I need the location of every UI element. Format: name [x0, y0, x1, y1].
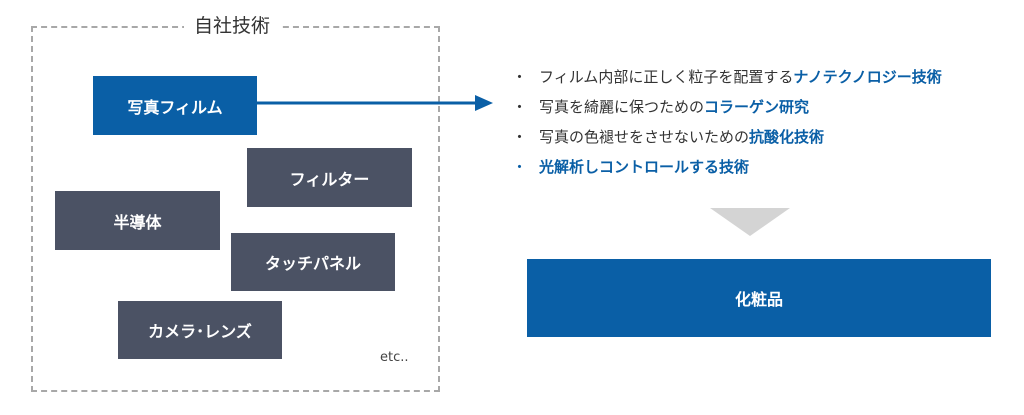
- etc-label: etc..: [380, 350, 409, 365]
- list-item: ・フィルム内部に正しく粒子を配置するナノテクノロジー技術: [512, 68, 942, 86]
- down-arrow-icon: [710, 208, 790, 236]
- filter-box: フィルター: [247, 148, 412, 207]
- technology-list: ・フィルム内部に正しく粒子を配置するナノテクノロジー技術 ・写真を綺麗に保つため…: [512, 62, 942, 182]
- touch-panel-box: タッチパネル: [231, 233, 395, 291]
- semiconductor-box: 半導体: [55, 191, 220, 250]
- cosmetics-box: 化粧品: [527, 259, 991, 337]
- right-arrow-icon: [257, 95, 493, 111]
- list-item: ・写真の色褪せをさせないための抗酸化技術: [512, 128, 825, 146]
- photo-film-box: 写真フィルム: [93, 76, 257, 135]
- frame-title: 自社技術: [184, 12, 281, 40]
- camera-lens-box: カメラ･レンズ: [118, 301, 282, 359]
- list-item: ・写真を綺麗に保つためのコラーゲン研究: [512, 98, 810, 116]
- list-item: ・光解析しコントロールする技術: [512, 158, 750, 176]
